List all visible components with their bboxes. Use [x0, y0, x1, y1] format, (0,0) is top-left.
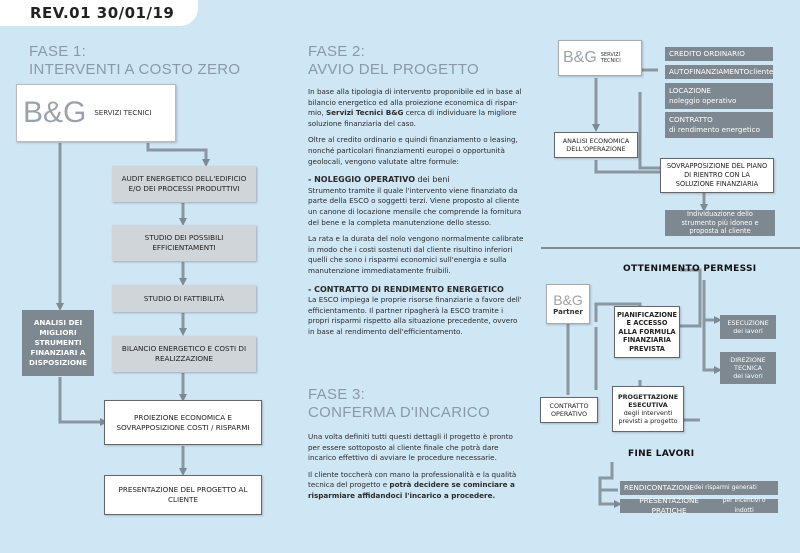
step-audit: AUDIT ENERGETICO DELL'EDIFICIO E/O DEI P… [112, 166, 256, 202]
side-analisi-strumenti: ANALISI DEI MIGLIORI STRUMENTI FINANZIAR… [22, 310, 94, 376]
fase2-title-line2: AVVIO DEL PROGETTO [308, 61, 479, 78]
logo-subtitle-right: SERVIZI TECNICI [600, 52, 621, 64]
contratto-text: La ESCO impiega le proprie risorse finan… [308, 295, 522, 336]
option-credito: CREDITO ORDINARIO [665, 47, 773, 61]
fase1-title-line1: FASE 1: [29, 43, 87, 60]
bg-logo-right: B&G SERVIZI TECNICI [558, 40, 642, 76]
rendicontazione: RENDICONTAZIONE dei risparmi generati [620, 481, 778, 495]
logo-brand: B&G [23, 96, 87, 129]
noleggio-title: - NOLEGGIO OPERATIVO dei beni [308, 175, 450, 185]
logo-brand-right: B&G [563, 49, 597, 66]
fase2-body: In base alla tipologia di intervento pro… [308, 87, 526, 343]
sovrapposizione-piano: SOVRAPPOSIZIONE DEL PIANO DI RIENTRO CON… [660, 158, 774, 193]
bg-logo-partner: B&G Partner [546, 284, 590, 324]
revision-label: REV.01 30/01/19 [0, 0, 198, 26]
presentazione-pratiche: PRESENTAZIONE PRATICHE per incentivi o i… [620, 496, 778, 515]
fase3-title-line2: CONFERMA D'INCARICO [308, 404, 490, 421]
step-studio-efficientamenti: STUDIO DEI POSSIBILI EFFICIENTAMENTI [112, 225, 256, 261]
noleggio-text2: La rata e la durata del nolo vengono nor… [308, 234, 524, 275]
ottenimento-permessi: OTTENIMENTO PERMESSI [623, 264, 757, 274]
step-fattibilita: STUDIO DI FATTIBILITÀ [112, 285, 256, 312]
step-proiezione: PROIEZIONE ECONOMICA E SOVRAPPOSIZIONE C… [104, 400, 262, 445]
analisi-economica: ANALISI ECONOMICA DELL'OPERAZIONE [554, 132, 638, 158]
fase3-para2: Il cliente toccherà con mano la professi… [308, 469, 517, 500]
fase2-para1: In base alla tipologia di intervento pro… [308, 87, 522, 128]
bg-logo-main: B&G SERVIZI TECNICI [16, 84, 176, 142]
noleggio-text: Strumento tramite il quale l'intervento … [308, 185, 522, 227]
pianificazione-accesso: PIANIFICAZIONE E ACCESSO ALLA FORMULA FI… [614, 306, 680, 358]
logo-subtitle: SERVIZI TECNICI [94, 109, 152, 117]
fase1-title: FASE 1: INTERVENTI A COSTO ZERO [29, 43, 240, 79]
individuazione-strumento: Individuazione dello strumento più idone… [665, 210, 775, 236]
contratto-operativo: CONTRATTO OPERATIVO [540, 397, 598, 423]
fase2-title-line1: FASE 2: [308, 43, 366, 60]
fase2-para2: Oltre al credito ordinario e quindi fina… [308, 135, 518, 166]
fase3-para1: Una volta definiti tutti questi dettagli… [308, 432, 513, 463]
fase2-title: FASE 2: AVVIO DEL PROGETTO [308, 43, 479, 79]
logo-subtitle-partner: Partner [553, 308, 583, 316]
option-autofinanziamento: AUTOFINANZIAMENTO cliente [665, 65, 773, 79]
logo-brand-partner: B&G [553, 292, 583, 308]
step-presentazione: PRESENTAZIONE DEL PROGETTO AL CLIENTE [104, 475, 262, 515]
step-bilancio: BILANCIO ENERGETICO E COSTI DI REALIZZAZ… [112, 336, 256, 372]
fase3-title: FASE 3: CONFERMA D'INCARICO [308, 386, 490, 422]
fase1-title-line2: INTERVENTI A COSTO ZERO [29, 61, 241, 78]
contratto-title: - CONTRATTO DI RENDIMENTO ENERGETICO [308, 284, 504, 294]
fine-lavori: FINE LAVORI [628, 449, 695, 459]
fase3-body: Una volta definiti tutti questi dettagli… [308, 432, 526, 508]
fase3-title-line1: FASE 3: [308, 386, 366, 403]
